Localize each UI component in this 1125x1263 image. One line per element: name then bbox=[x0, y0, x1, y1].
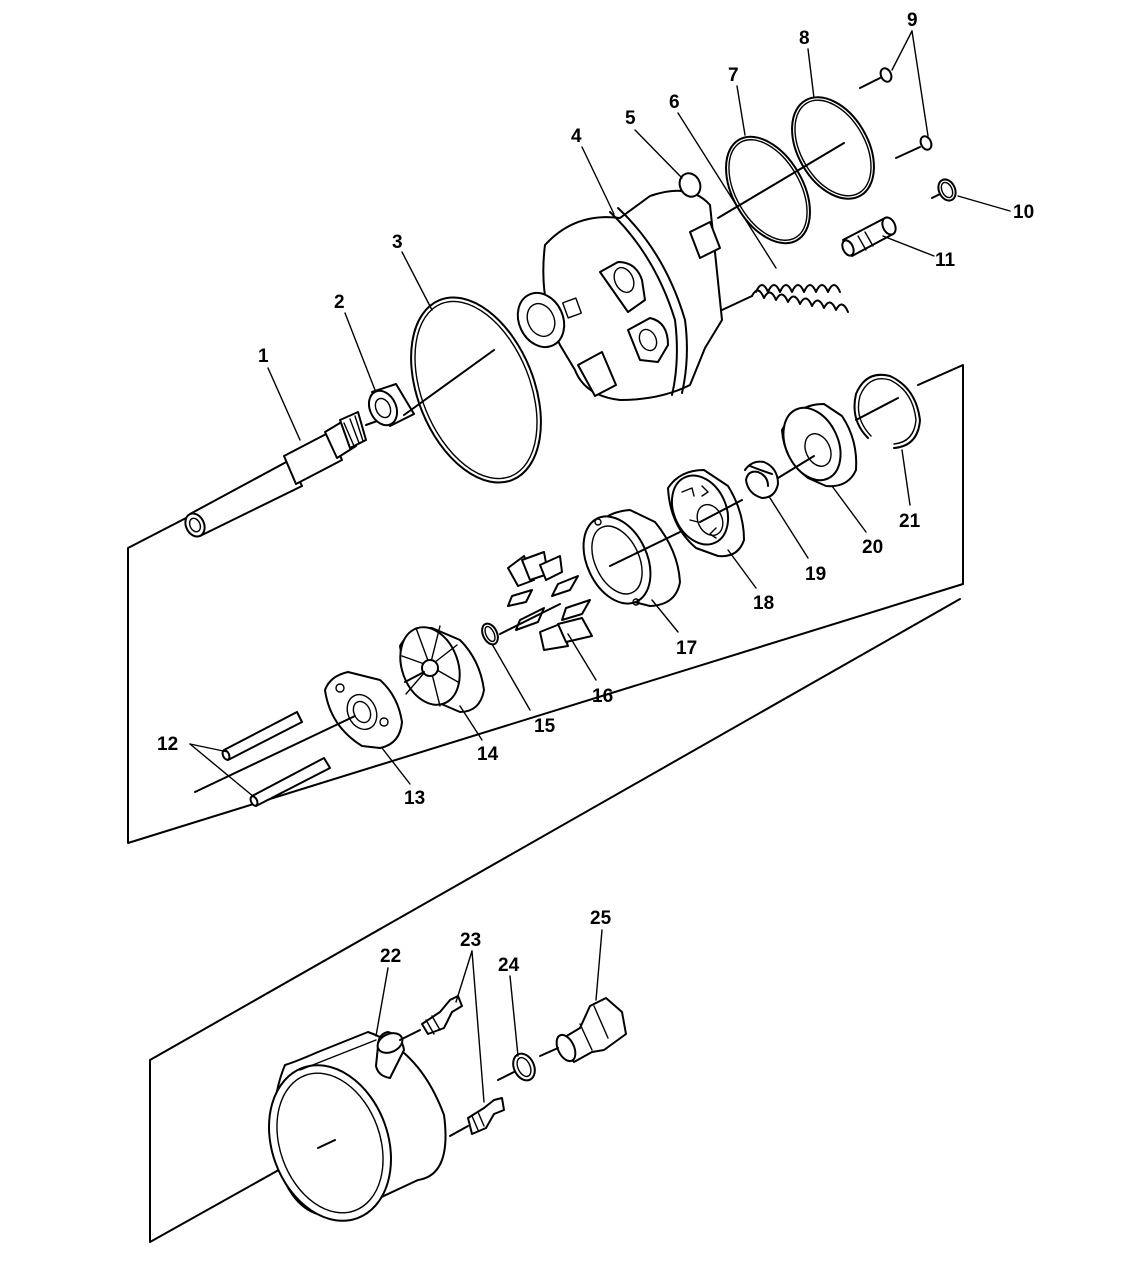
part-labels: 1 2 3 4 5 6 7 8 9 10 11 12 13 14 15 16 1… bbox=[157, 10, 1034, 976]
part-1-shaft bbox=[184, 411, 381, 538]
part-13-plate bbox=[194, 671, 403, 793]
label-part-3: 3 bbox=[392, 232, 403, 253]
label-part-20: 20 bbox=[862, 537, 883, 558]
part-17-cam-ring bbox=[582, 509, 681, 607]
assembly-frame-upper bbox=[127, 364, 964, 844]
part-6-spring bbox=[721, 284, 849, 313]
part-3-large-o-ring bbox=[403, 296, 542, 484]
part-22-reservoir bbox=[268, 1031, 447, 1222]
part-10-ring bbox=[931, 178, 957, 202]
part-9-small-o-rings bbox=[859, 67, 933, 159]
label-part-11: 11 bbox=[935, 250, 956, 271]
label-part-25: 25 bbox=[590, 908, 612, 929]
label-part-23: 23 bbox=[460, 930, 481, 951]
part-25-bolt bbox=[539, 997, 627, 1063]
label-part-24: 24 bbox=[498, 955, 520, 976]
label-part-1: 1 bbox=[258, 346, 269, 367]
label-part-17: 17 bbox=[676, 638, 697, 659]
label-part-9: 9 bbox=[907, 10, 918, 31]
label-part-21: 21 bbox=[899, 511, 921, 532]
label-part-12: 12 bbox=[157, 734, 178, 755]
part-5-plug bbox=[678, 172, 702, 198]
part-14-rotor bbox=[399, 625, 485, 713]
label-part-4: 4 bbox=[571, 126, 582, 147]
label-part-10: 10 bbox=[1013, 202, 1034, 223]
part-20-seal bbox=[777, 403, 858, 488]
part-15-snap-ring bbox=[481, 622, 499, 646]
leader-lines bbox=[189, 30, 1011, 1103]
label-part-8: 8 bbox=[799, 28, 810, 49]
label-part-18: 18 bbox=[753, 593, 774, 614]
part-11-valve bbox=[841, 216, 897, 257]
label-part-5: 5 bbox=[625, 108, 636, 129]
label-part-16: 16 bbox=[592, 686, 613, 707]
label-part-22: 22 bbox=[380, 946, 401, 967]
label-part-19: 19 bbox=[805, 564, 826, 585]
part-21-snap-ring bbox=[853, 373, 921, 449]
label-part-14: 14 bbox=[477, 744, 499, 765]
part-23-fittings bbox=[399, 995, 505, 1137]
label-part-6: 6 bbox=[669, 92, 680, 113]
label-part-15: 15 bbox=[534, 716, 556, 737]
part-19-spring-clip bbox=[744, 460, 779, 499]
part-18-pressure-plate bbox=[667, 469, 745, 558]
part-8-o-ring bbox=[717, 96, 875, 219]
assembly-frame-lower bbox=[149, 598, 961, 1243]
label-part-7: 7 bbox=[728, 65, 739, 86]
part-4-pump-housing bbox=[516, 189, 723, 401]
label-part-13: 13 bbox=[404, 788, 425, 809]
part-16-vanes bbox=[499, 551, 593, 651]
part-12-pins bbox=[221, 711, 331, 807]
label-part-2: 2 bbox=[334, 292, 345, 313]
